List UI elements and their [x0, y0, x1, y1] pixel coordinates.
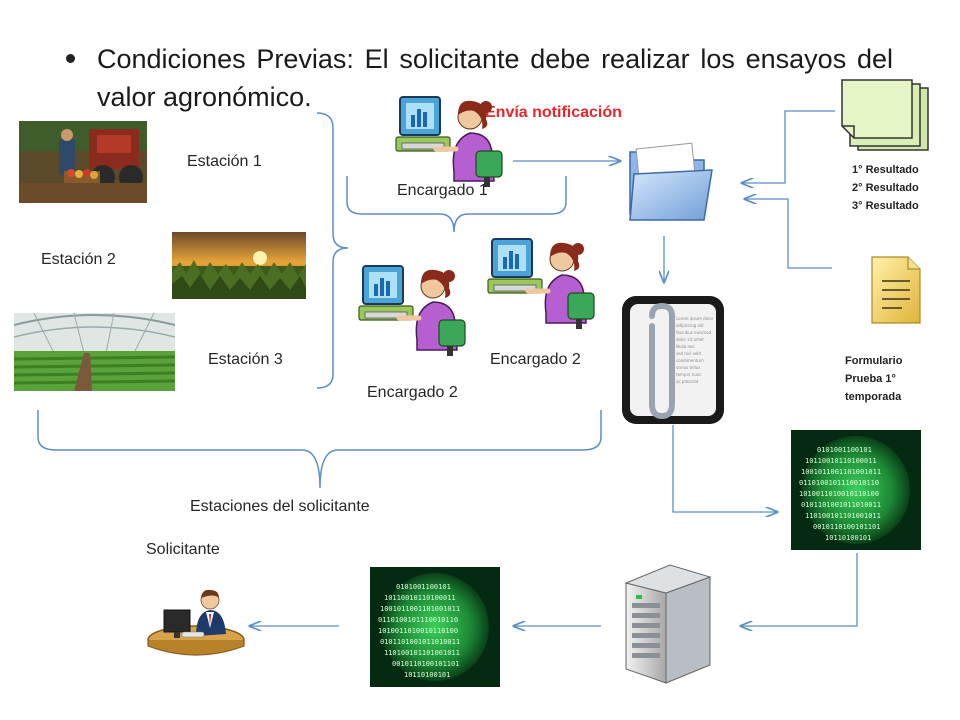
formulario-line-2: Prueba 1°: [845, 373, 896, 385]
matrix-globe-right-icon: [791, 430, 921, 550]
text-document-icon: [871, 256, 921, 324]
station-2-label: Estación 2: [41, 251, 116, 268]
svg-text:ac placerat: ac placerat: [676, 379, 699, 384]
bracket-encargado-1: [346, 176, 567, 233]
formulario-line-3: temporada: [845, 391, 902, 403]
result-2: 2° Resultado: [852, 182, 919, 194]
svg-text:sed nisi velit: sed nisi velit: [676, 351, 702, 356]
server-icon: [624, 564, 712, 684]
matrix-globe-left-icon: [370, 567, 500, 687]
encargado-1-computer-woman-icon: [396, 97, 502, 187]
svg-text:dolor sit amet: dolor sit amet: [676, 337, 704, 342]
station-1-label: Estación 1: [187, 153, 262, 170]
bullet-text: Condiciones Previas: El solicitante debe…: [97, 44, 893, 112]
paperclip-document-icon: Lorem ipsum dolor adipiscing elit faucib…: [622, 296, 724, 424]
formulario-label: Formulario Prueba 1° temporada: [845, 352, 902, 406]
results-list: 1° Resultado 2° Resultado 3° Resultado: [852, 161, 919, 215]
estaciones-solicitante-label: Estaciones del solicitante: [190, 498, 370, 515]
svg-text:condimentum: condimentum: [676, 358, 704, 363]
svg-text:tempor nunc: tempor nunc: [676, 372, 702, 377]
document-stack-icon: [841, 79, 929, 151]
solicitante-label: Solicitante: [146, 541, 220, 558]
encargado-1-label: Encargado 1: [397, 182, 488, 199]
svg-text:Lorem ipsum dolor: Lorem ipsum dolor: [676, 316, 714, 321]
encargado-2-right-label: Encargado 2: [490, 351, 581, 368]
svg-text:varius tellus: varius tellus: [676, 365, 700, 370]
formulario-line-1: Formulario: [845, 355, 903, 367]
result-3: 3° Resultado: [852, 200, 919, 212]
encargado-2-right-computer-woman-icon: [488, 239, 594, 329]
result-1: 1° Resultado: [852, 164, 919, 176]
flow-arrows: [250, 110, 858, 626]
station-3-photo: [14, 313, 175, 391]
svg-text:faucibus euismod: faucibus euismod: [676, 330, 712, 335]
businessman-desk-icon: [147, 589, 245, 656]
folder-icon: [629, 142, 713, 221]
svg-text:adipiscing elit: adipiscing elit: [676, 323, 704, 328]
encargado-2-left-computer-woman-icon: [359, 266, 465, 356]
station-3-label: Estación 3: [208, 351, 283, 368]
station-1-photo: [19, 121, 147, 203]
svg-text:Nulla nec: Nulla nec: [676, 344, 695, 349]
bullet-dot: [66, 54, 75, 63]
station-2-photo: [172, 232, 306, 299]
envia-notificacion-label: Envía notificación: [485, 104, 622, 121]
bracket-stations: [316, 112, 349, 389]
encargado-2-left-label: Encargado 2: [367, 384, 458, 401]
bracket-estaciones-solicitante: [37, 410, 602, 489]
